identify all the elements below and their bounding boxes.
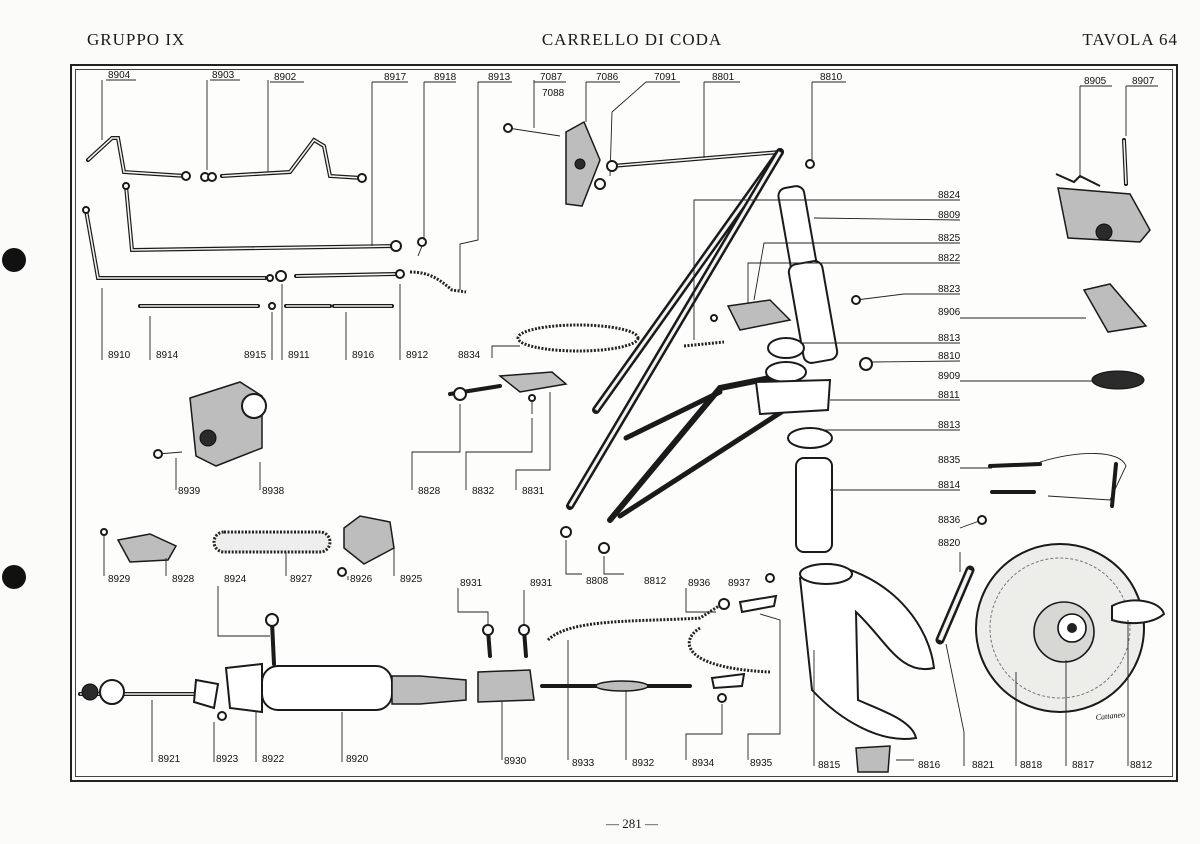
label-8821: 8821 — [972, 760, 995, 771]
signature: Cattaneo — [1095, 710, 1125, 722]
leaders-middle — [411, 392, 624, 575]
label-8812-wheel: 8812 — [1130, 760, 1153, 771]
plate-inner-border — [75, 69, 1173, 777]
label-8904: 8904 — [108, 70, 131, 81]
label-8814: 8814 — [938, 480, 961, 491]
label-8916: 8916 — [352, 350, 375, 361]
parts-middle-left — [153, 323, 640, 554]
label-8933: 8933 — [572, 758, 595, 769]
label-8935: 8935 — [750, 758, 773, 769]
label-8909: 8909 — [938, 371, 961, 382]
main-gear-frame — [566, 148, 905, 553]
label-8820: 8820 — [938, 538, 961, 549]
label-8903: 8903 — [212, 70, 235, 81]
label-8921: 8921 — [158, 754, 181, 765]
label-7091: 7091 — [654, 72, 677, 83]
label-8920: 8920 — [346, 754, 369, 765]
label-8931-right: 8931 — [530, 578, 553, 589]
label-8824: 8824 — [938, 190, 961, 201]
label-8808: 8808 — [586, 576, 609, 587]
label-8915: 8915 — [244, 350, 267, 361]
label-8930: 8930 — [504, 756, 527, 767]
label-8832: 8832 — [472, 486, 495, 497]
label-8932: 8932 — [632, 758, 655, 769]
label-8922: 8922 — [262, 754, 285, 765]
leaders-lower-middle — [457, 588, 781, 760]
label-8917: 8917 — [384, 72, 407, 83]
label-8823: 8823 — [938, 284, 961, 295]
label-8927: 8927 — [290, 574, 313, 585]
leaders-top-left — [101, 80, 479, 360]
group-title: GRUPPO IX — [87, 30, 186, 49]
label-8812-middle: 8812 — [644, 576, 667, 587]
binder-hole-top — [2, 248, 26, 272]
label-8912: 8912 — [406, 350, 429, 361]
label-8937: 8937 — [728, 578, 751, 589]
label-8816: 8816 — [918, 760, 941, 771]
label-8828: 8828 — [418, 486, 441, 497]
part-labels: 8904 8903 8902 8917 8918 8913 7087 7088 … — [106, 70, 1158, 771]
page-number: — 281 — — [606, 816, 658, 831]
label-8818: 8818 — [1020, 760, 1043, 771]
label-8918: 8918 — [434, 72, 457, 83]
leaders-lower-left — [151, 586, 343, 762]
label-8835: 8835 — [938, 455, 961, 466]
label-8934: 8934 — [692, 758, 715, 769]
label-8928: 8928 — [172, 574, 195, 585]
label-8831: 8831 — [522, 486, 545, 497]
part-bracket-7086 — [503, 80, 647, 207]
label-8813-upper: 8813 — [938, 333, 961, 344]
label-8910: 8910 — [108, 350, 131, 361]
label-7086: 7086 — [596, 72, 619, 83]
label-8815: 8815 — [818, 760, 841, 771]
label-8813-lower: 8813 — [938, 420, 961, 431]
label-8810-right: 8810 — [938, 351, 961, 362]
label-8923: 8923 — [216, 754, 239, 765]
label-8926: 8926 — [350, 574, 373, 585]
label-8938: 8938 — [262, 486, 285, 497]
plate-number: TAVOLA 64 — [1082, 30, 1178, 49]
label-8902: 8902 — [274, 72, 297, 83]
label-8925: 8925 — [400, 574, 423, 585]
label-8939: 8939 — [178, 486, 201, 497]
label-8929: 8929 — [108, 574, 131, 585]
label-8911: 8911 — [288, 350, 310, 361]
label-8817: 8817 — [1072, 760, 1095, 771]
label-8906: 8906 — [938, 307, 961, 318]
page-title: CARRELLO DI CODA — [541, 30, 723, 49]
leaders-main-frame — [693, 82, 1092, 572]
label-8913: 8913 — [488, 72, 511, 83]
label-8836: 8836 — [938, 515, 961, 526]
label-8811: 8811 — [938, 390, 960, 401]
label-8801: 8801 — [712, 72, 735, 83]
label-8822: 8822 — [938, 253, 961, 264]
label-7087: 7087 — [540, 72, 563, 83]
label-8809: 8809 — [938, 210, 961, 221]
label-7088: 7088 — [542, 88, 565, 99]
parts-lower-middle — [477, 573, 778, 703]
label-8907: 8907 — [1132, 76, 1155, 87]
label-8825: 8825 — [938, 233, 961, 244]
binder-hole-bottom — [2, 565, 26, 589]
parts-right-side — [977, 86, 1151, 525]
label-8936: 8936 — [688, 578, 711, 589]
tail-wheel: Cattaneo — [798, 543, 1166, 773]
leaders-wheel — [813, 620, 1129, 766]
label-8931-left: 8931 — [460, 578, 483, 589]
rod-group-top-left — [82, 136, 467, 310]
label-8914: 8914 — [156, 350, 179, 361]
label-8924: 8924 — [224, 574, 247, 585]
parts-lower-left — [78, 515, 467, 721]
label-8810-top: 8810 — [820, 72, 843, 83]
label-8834: 8834 — [458, 350, 481, 361]
label-8905: 8905 — [1084, 76, 1107, 87]
